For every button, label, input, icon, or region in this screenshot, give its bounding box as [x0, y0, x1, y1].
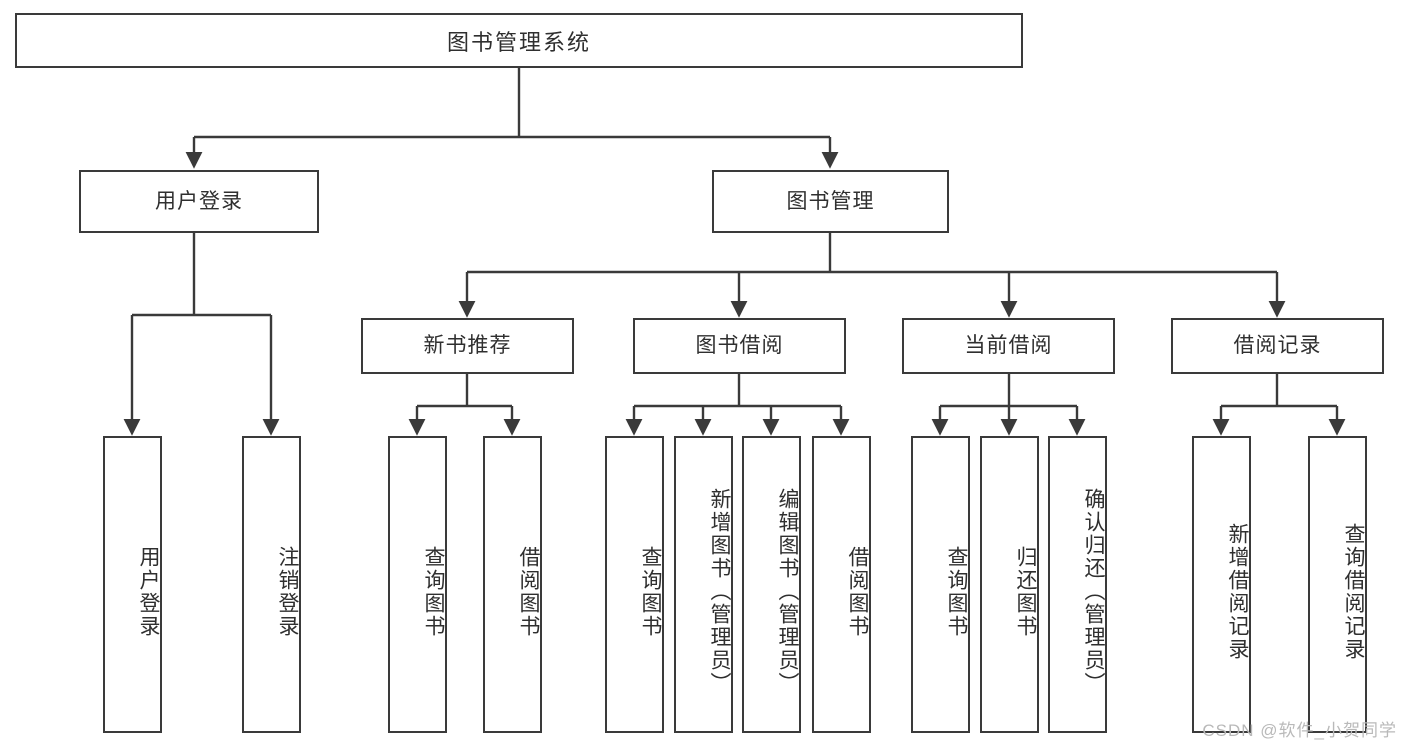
leaf-return-book[interactable]: 归还图书 — [980, 436, 1039, 733]
node-root[interactable]: 图书管理系统 — [15, 13, 1023, 68]
leaf-add-borrow-record[interactable]: 新增借阅记录 — [1192, 436, 1251, 733]
leaf-query-books-recommend[interactable]: 查询图书 — [388, 436, 447, 733]
node-new-book-recommend[interactable]: 新书推荐 — [361, 318, 574, 374]
leaf-confirm-return-admin[interactable]: 确认归还（管理员） — [1048, 436, 1107, 733]
leaf-query-borrow-record[interactable]: 查询借阅记录 — [1308, 436, 1367, 733]
node-user-login[interactable]: 用户登录 — [79, 170, 319, 233]
leaf-add-book-admin[interactable]: 新增图书（管理员） — [674, 436, 733, 733]
node-current-borrow[interactable]: 当前借阅 — [902, 318, 1115, 374]
leaf-query-books-current[interactable]: 查询图书 — [911, 436, 970, 733]
node-book-management[interactable]: 图书管理 — [712, 170, 949, 233]
leaf-logout[interactable]: 注销登录 — [242, 436, 301, 733]
leaf-query-books-borrow[interactable]: 查询图书 — [605, 436, 664, 733]
watermark: CSDN @软件_小贺同学 — [1202, 721, 1397, 740]
node-book-borrow[interactable]: 图书借阅 — [633, 318, 846, 374]
leaf-edit-book-admin[interactable]: 编辑图书（管理员） — [742, 436, 801, 733]
leaf-user-login[interactable]: 用户登录 — [103, 436, 162, 733]
leaf-borrow-books-recommend[interactable]: 借阅图书 — [483, 436, 542, 733]
leaf-borrow-book[interactable]: 借阅图书 — [812, 436, 871, 733]
node-borrow-records[interactable]: 借阅记录 — [1171, 318, 1384, 374]
